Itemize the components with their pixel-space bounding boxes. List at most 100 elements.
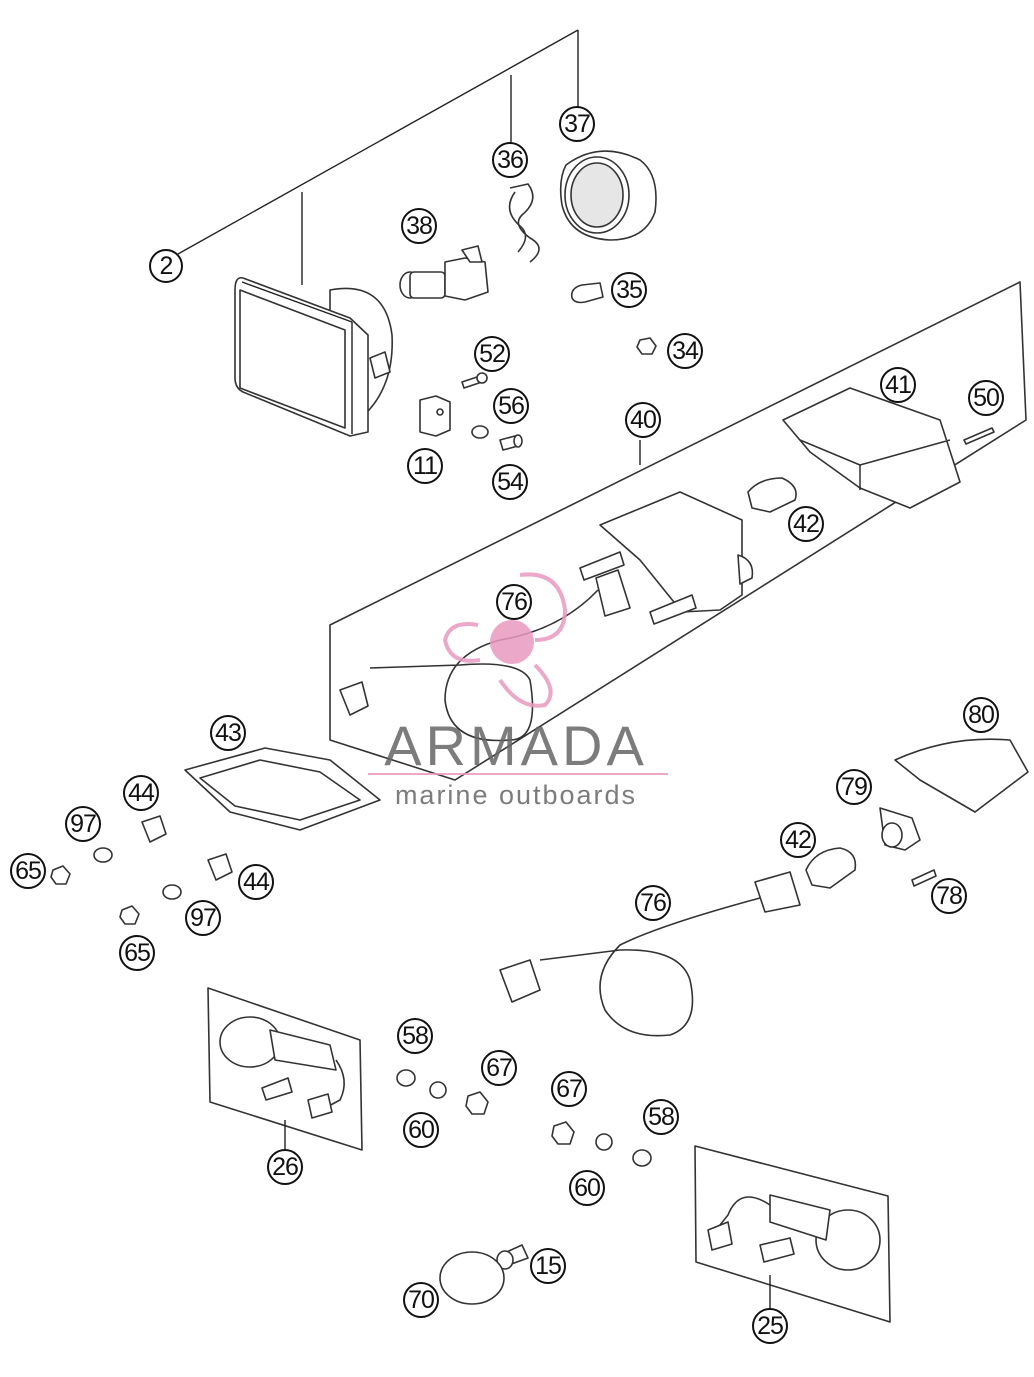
callout-65-bottom: 65 xyxy=(119,935,155,971)
reflector-bracket xyxy=(879,807,921,851)
callout-97-bottom: 97 xyxy=(185,900,221,936)
svg-text:43: 43 xyxy=(215,719,241,747)
svg-text:65: 65 xyxy=(15,857,41,885)
tail-bulb-top xyxy=(747,477,797,513)
svg-text:42: 42 xyxy=(785,826,811,854)
mounting-bracket xyxy=(419,395,451,437)
svg-text:26: 26 xyxy=(272,1153,298,1181)
indicator-lens-70 xyxy=(439,1251,505,1305)
screw-52 xyxy=(461,372,488,389)
callout-37: 37 xyxy=(559,106,595,142)
fastener-set-center-right xyxy=(551,1121,652,1167)
propeller-logo xyxy=(442,572,568,708)
callout-56: 56 xyxy=(493,388,529,424)
left-indicator-panel xyxy=(207,987,363,1151)
callout-36: 36 xyxy=(492,142,528,178)
svg-text:67: 67 xyxy=(556,1075,582,1103)
rear-reflector-cover xyxy=(894,738,1029,813)
headlight-housing xyxy=(234,276,393,437)
parking-bulb xyxy=(570,282,604,304)
svg-text:56: 56 xyxy=(498,392,524,420)
svg-text:58: 58 xyxy=(648,1103,674,1131)
svg-text:52: 52 xyxy=(479,340,505,368)
callout-44-top: 44 xyxy=(123,775,159,811)
nut-34 xyxy=(636,337,657,355)
screw-78 xyxy=(911,869,937,887)
watermark-brand: ARMADA xyxy=(384,714,648,777)
callout-79: 79 xyxy=(836,769,872,805)
callout-50: 50 xyxy=(968,380,1004,416)
svg-text:15: 15 xyxy=(535,1252,561,1280)
svg-text:60: 60 xyxy=(408,1116,434,1144)
svg-text:41: 41 xyxy=(885,371,911,399)
callout-15: 15 xyxy=(530,1248,566,1284)
callout-42-top: 42 xyxy=(788,506,824,542)
callout-65-top: 65 xyxy=(10,853,46,889)
svg-text:54: 54 xyxy=(497,468,524,496)
svg-text:97: 97 xyxy=(70,810,96,838)
armada-watermark: ARMADA marine outboards xyxy=(368,572,668,810)
tail-light-lens xyxy=(782,387,961,509)
screw-54 xyxy=(499,434,523,451)
callout-70: 70 xyxy=(403,1282,439,1318)
svg-text:37: 37 xyxy=(564,110,590,138)
callout-42-bottom: 42 xyxy=(780,822,816,858)
fastener-set-left xyxy=(50,815,233,925)
svg-text:35: 35 xyxy=(616,276,642,304)
svg-text:2: 2 xyxy=(160,252,173,280)
callout-35: 35 xyxy=(611,272,647,308)
svg-text:58: 58 xyxy=(402,1022,428,1050)
callout-2: 2 xyxy=(149,249,183,283)
svg-text:44: 44 xyxy=(243,868,270,896)
bulb-retaining-spring xyxy=(508,183,540,263)
rear-wiring-harness xyxy=(499,871,801,1037)
callout-67-left: 67 xyxy=(481,1050,517,1086)
callout-11: 11 xyxy=(407,448,443,484)
svg-text:78: 78 xyxy=(936,882,962,910)
callout-34: 34 xyxy=(667,333,703,369)
callout-44-bottom: 44 xyxy=(238,864,274,900)
callout-58-right: 58 xyxy=(643,1099,679,1135)
headlight-ring xyxy=(559,150,657,241)
svg-text:76: 76 xyxy=(501,588,527,616)
license-plate-bracket xyxy=(184,747,381,831)
callout-97-top: 97 xyxy=(65,806,101,842)
watermark-tagline: marine outboards xyxy=(395,780,637,810)
callout-78: 78 xyxy=(931,878,967,914)
headlight-leader-lines xyxy=(177,29,579,285)
callout-54: 54 xyxy=(492,464,528,500)
svg-text:25: 25 xyxy=(757,1312,783,1340)
callout-58-left: 58 xyxy=(397,1018,433,1054)
svg-text:70: 70 xyxy=(408,1286,434,1314)
callout-67-right: 67 xyxy=(551,1071,587,1107)
indicator-bulb-15 xyxy=(496,1244,529,1270)
svg-text:79: 79 xyxy=(841,773,867,801)
screw-50 xyxy=(963,427,995,445)
svg-text:50: 50 xyxy=(973,384,999,412)
washer-56 xyxy=(471,425,489,439)
callout-80: 80 xyxy=(963,697,999,733)
svg-text:40: 40 xyxy=(630,406,656,434)
callout-38: 38 xyxy=(401,208,437,244)
right-indicator-panel xyxy=(694,1145,891,1323)
callout-43: 43 xyxy=(210,715,246,751)
callout-25: 25 xyxy=(752,1308,788,1344)
svg-text:34: 34 xyxy=(672,337,699,365)
callout-52: 52 xyxy=(474,336,510,372)
svg-text:38: 38 xyxy=(406,212,432,240)
callout-26: 26 xyxy=(267,1149,303,1185)
svg-text:67: 67 xyxy=(486,1054,512,1082)
svg-text:44: 44 xyxy=(128,779,155,807)
callout-40: 40 xyxy=(625,402,661,438)
tail-light-housing xyxy=(579,491,754,625)
svg-text:36: 36 xyxy=(497,146,523,174)
callout-60-left: 60 xyxy=(403,1112,439,1148)
callout-41: 41 xyxy=(880,367,916,403)
callout-60-right: 60 xyxy=(569,1170,605,1206)
tail-bulb-lower xyxy=(805,847,857,889)
callout-76-top: 76 xyxy=(496,584,532,620)
svg-text:60: 60 xyxy=(574,1174,600,1202)
tail-light-panel xyxy=(329,281,1027,781)
